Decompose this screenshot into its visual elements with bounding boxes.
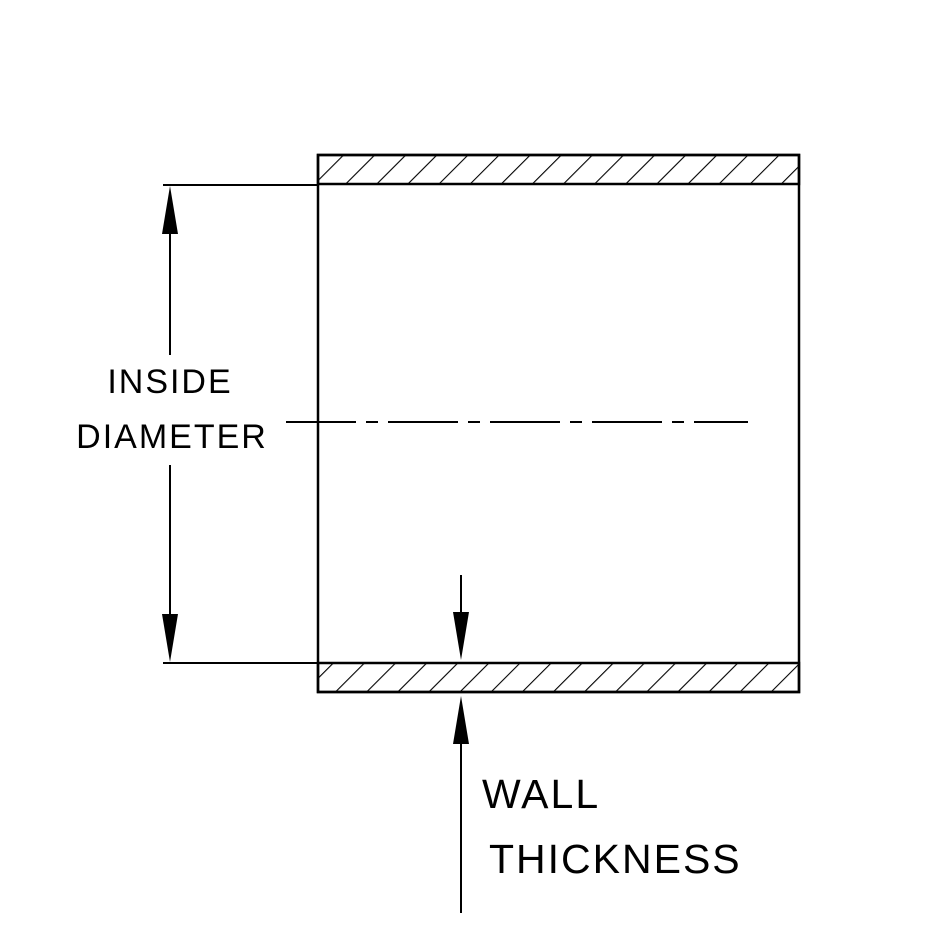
top-wall-hatch xyxy=(316,153,801,186)
wall-thickness-label-line2: THICKNESS xyxy=(489,836,742,882)
bottom-wall-hatch xyxy=(316,661,801,694)
inside-diameter-label-line2: DIAMETER xyxy=(76,418,268,456)
arrowhead-down-icon xyxy=(162,614,178,662)
wall-arrowhead-down-icon xyxy=(453,612,469,660)
inside-diameter-label-line1: INSIDE xyxy=(107,363,232,401)
inside-diameter-dimension: INSIDE DIAMETER xyxy=(76,184,318,664)
wall-thickness-callout: WALL THICKNESS xyxy=(453,575,742,913)
wall-arrowhead-up-icon xyxy=(453,696,469,744)
wall-thickness-label-line1: WALL xyxy=(482,771,600,817)
tube-body-outline xyxy=(316,153,801,694)
arrowhead-up-icon xyxy=(162,186,178,234)
